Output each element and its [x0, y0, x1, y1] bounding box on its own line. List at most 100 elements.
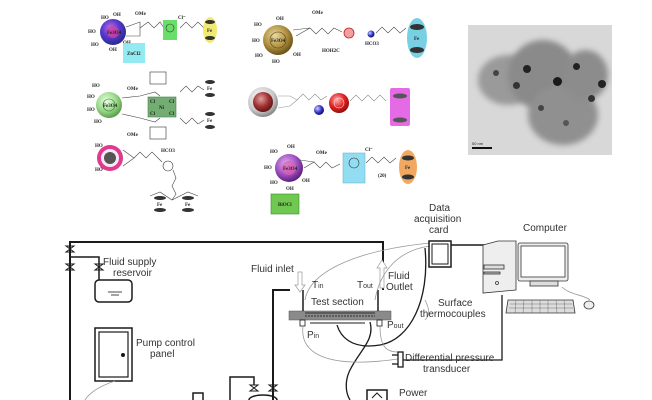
hydroxyl-label: OH	[113, 13, 121, 18]
label-pump-control: Pump control	[136, 338, 195, 349]
label-power: Power	[399, 388, 428, 399]
scale-bar	[472, 147, 492, 149]
hydroxyl-label: HO	[255, 54, 263, 59]
metal-center-label: Ni	[159, 106, 165, 111]
compound-number-label: (20)	[378, 174, 387, 179]
metal-label: Fe	[157, 203, 163, 208]
nanoparticle-core	[253, 92, 273, 112]
hydroxyl-label: HO	[87, 108, 95, 113]
hydroxyl-label: HO	[264, 166, 272, 171]
valve-icon	[64, 263, 76, 271]
catalyst-label: ZnCl2	[127, 52, 141, 57]
benzimidazole-ring	[149, 126, 167, 140]
outlet-arrow-icon	[376, 259, 388, 289]
valve-icon	[267, 384, 279, 392]
ferrocene-highlight	[203, 17, 217, 43]
test-section	[288, 310, 392, 321]
fluid-reservoir	[94, 279, 133, 303]
silane-label: OMe	[127, 133, 139, 138]
alkyl-chain	[121, 113, 161, 123]
metal-label: Fe	[207, 119, 213, 124]
label-t-out: Tout	[357, 280, 373, 291]
ferrocene-ring	[205, 112, 215, 116]
ferrocene-ring	[154, 196, 166, 200]
structure-6: Fe3O4 HO OH HO HO OH OH OMe Cl⁻ (20) Fe …	[264, 145, 417, 215]
metal-label: Fe	[185, 203, 191, 208]
ligand-label: Cl	[169, 100, 175, 105]
support-label: BiOCl	[278, 203, 292, 208]
core-label: Fe3O4	[107, 31, 122, 36]
data-acquisition-card	[428, 240, 452, 268]
anion-ball	[367, 30, 375, 38]
power-supply	[366, 389, 388, 400]
anion-label: HCO3	[365, 42, 379, 47]
anion-label: Cl⁻	[365, 148, 373, 153]
hydroxyl-label: OH	[109, 48, 117, 53]
hydroxyl-label: HO	[254, 23, 262, 28]
core-label: Fe3O4	[283, 167, 298, 172]
silane-label: OMe	[135, 12, 147, 17]
structure-3: Fe3O4 HO HO HO HO OMe OMe Ni Cl Cl Cl Cl…	[87, 71, 215, 140]
label-transducer: transducer	[423, 364, 471, 375]
hydroxyl-label: HO	[91, 43, 99, 48]
hydroxyl-label: HO	[95, 168, 103, 173]
ligand-label: Cl	[169, 112, 175, 117]
catalyst-box	[123, 43, 145, 63]
label-fluid-inlet: Fluid inlet	[251, 264, 294, 275]
hydroxyl-label: OH	[286, 187, 294, 192]
label-test-section: Test section	[311, 297, 364, 308]
hydroxyl-label: HO	[94, 120, 102, 125]
valve-icon	[64, 245, 76, 253]
label-p-out: Pout	[387, 320, 404, 331]
anion-ball	[314, 105, 324, 115]
structure-1: Fe3O4 HO OH HO HO OH OH OMe ZnCl2 Cl⁻ Fe	[88, 12, 217, 63]
tem-micrograph: 50 nm	[468, 25, 612, 155]
silane-label: OMe	[316, 151, 328, 156]
label-computer: Computer	[523, 223, 567, 234]
label-card: card	[429, 225, 449, 236]
structure-4	[248, 87, 410, 126]
silane-label: OMe	[127, 87, 139, 92]
hydroxyl-label: HO	[272, 60, 280, 65]
mouse	[583, 300, 595, 310]
label-t-in: Tin	[312, 280, 324, 291]
hydroxyl-label: HO	[252, 39, 260, 44]
valve-icon	[93, 263, 105, 271]
structure-5: HO HO HCO3 Fe Fe	[95, 144, 199, 212]
anion-label: Cl⁻	[178, 16, 186, 21]
label-surface: Surface	[438, 298, 473, 309]
side-group-label: HOH2C	[322, 49, 340, 54]
label-panel: panel	[150, 349, 175, 360]
ligand-label: Cl	[150, 112, 156, 117]
nanoparticle-core	[96, 92, 122, 118]
nanoparticle-inner	[107, 26, 119, 38]
hydroxyl-label: HO	[95, 144, 103, 149]
silane-label: OMe	[312, 11, 324, 16]
nanoparticle-core	[263, 25, 293, 55]
metal-label: Fe	[207, 87, 213, 92]
alkyl-chain	[139, 21, 165, 29]
metal-label: Fe	[207, 29, 213, 34]
pressure-transducer	[397, 351, 404, 368]
benzimidazole-ring	[149, 71, 167, 85]
label-reservoir: reservoir	[113, 268, 152, 279]
label-differential-pressure: Differential pressure	[405, 353, 495, 364]
label-p-in: Pin	[307, 330, 320, 341]
hydroxyl-label: HO	[87, 95, 95, 100]
hydroxyl-label: HO	[270, 181, 278, 186]
hydroxyl-label: HO	[270, 150, 278, 155]
alkyl-chain	[133, 151, 163, 163]
label-data: Data	[429, 203, 451, 214]
hydroxyl-label: HO	[101, 16, 109, 21]
imidazolium-box	[163, 20, 177, 40]
ferrocene-ring	[205, 80, 215, 84]
label-fluid: Fluid	[388, 271, 410, 282]
hydroxyl-label: OH	[302, 179, 310, 184]
nanoparticle-core	[104, 152, 116, 164]
triazolium-ring	[343, 27, 355, 39]
core-label: Fe3O4	[271, 39, 286, 44]
valve-icon	[248, 384, 260, 392]
hydroxyl-label: OH	[276, 17, 284, 22]
hydroxyl-label: HO	[88, 30, 96, 35]
